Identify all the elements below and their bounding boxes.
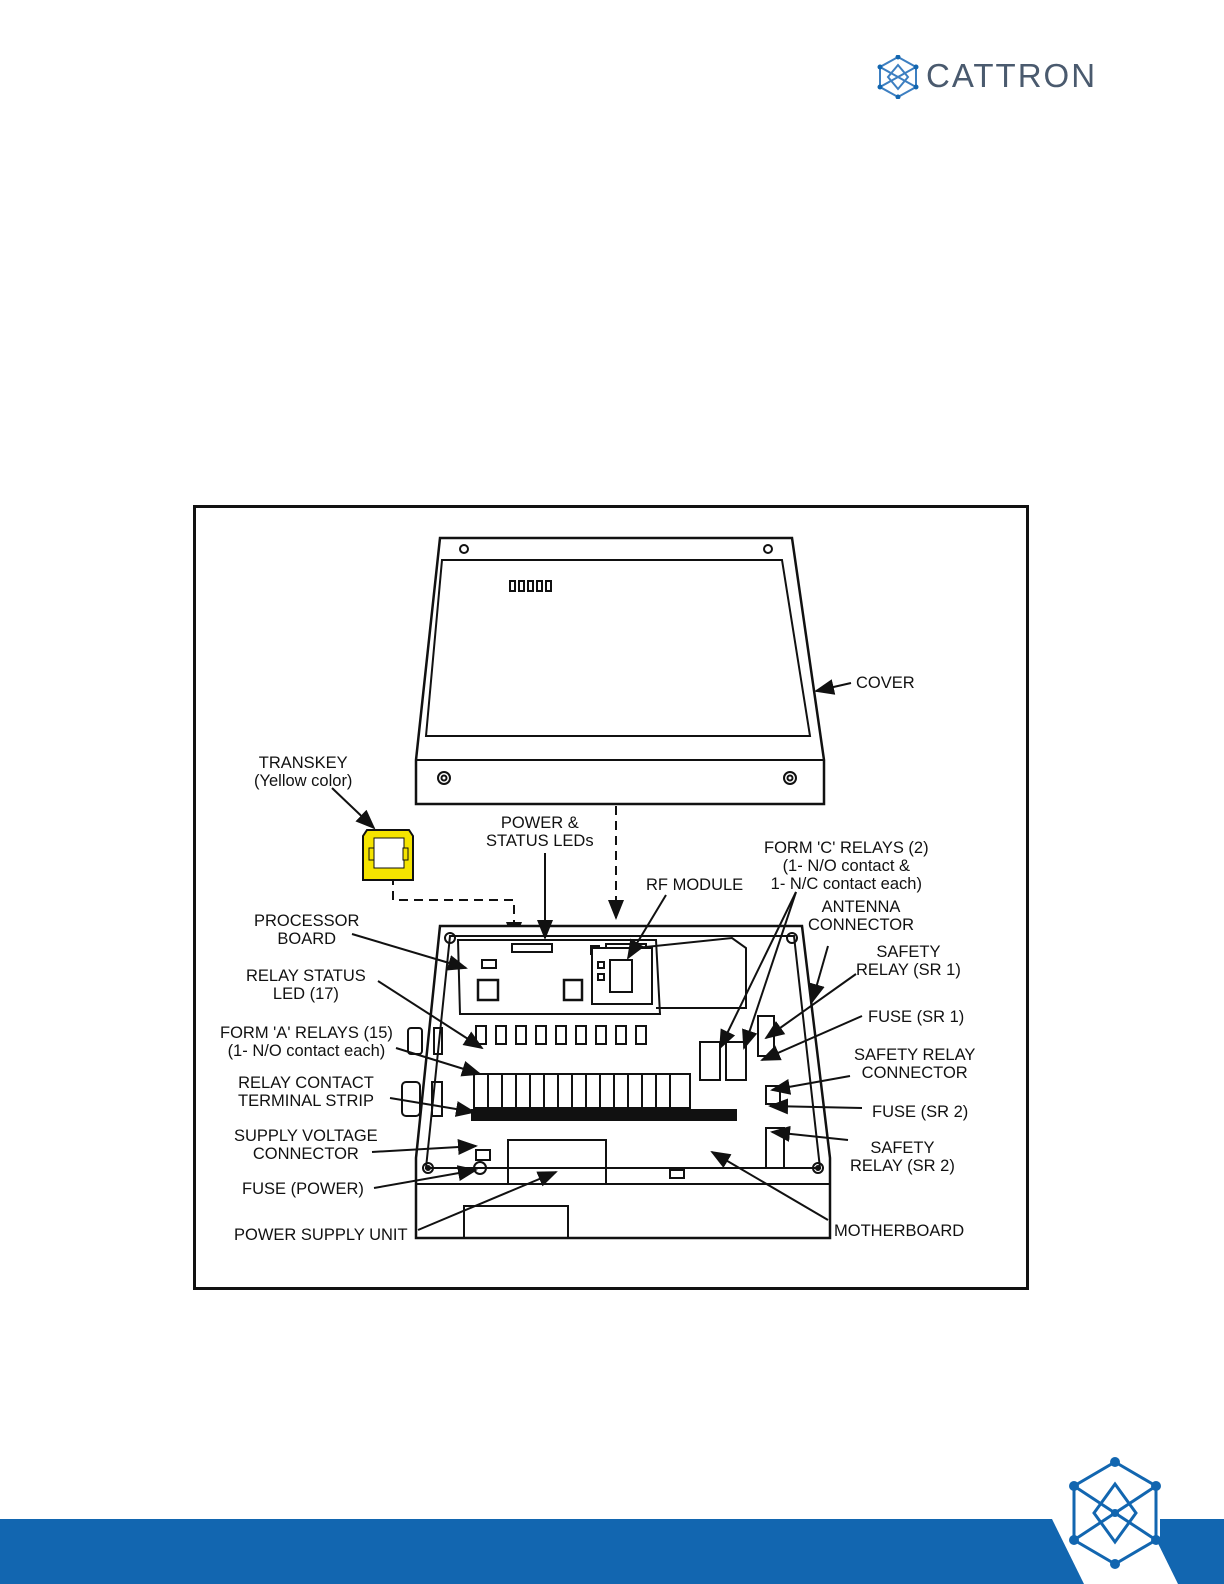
cover xyxy=(414,536,826,806)
form-c-relays-drawing xyxy=(699,1041,747,1081)
label-fuse-sr1: FUSE (SR 1) xyxy=(868,1008,965,1026)
label-power-status-leds: POWER &STATUS LEDs xyxy=(486,814,594,850)
diagram-drawing xyxy=(331,536,863,1240)
footer-band xyxy=(0,1519,1224,1584)
terminal-strip xyxy=(471,1109,737,1121)
form-a-relay-block xyxy=(473,1073,691,1109)
label-power-supply-unit: POWER SUPPLY UNIT xyxy=(234,1226,408,1244)
label-motherboard: MOTHERBOARD xyxy=(834,1222,965,1240)
label-cover: COVER xyxy=(856,674,915,692)
label-form-a-relays: FORM 'A' RELAYS (15)(1- N/O contact each… xyxy=(220,1024,393,1060)
label-form-c-relays: FORM 'C' RELAYS (2)(1- N/O contact &1- N… xyxy=(764,839,929,893)
relay-row-top xyxy=(475,1025,647,1045)
brand-wordmark: CATTRON xyxy=(926,57,1098,94)
header-logo: CATTRON xyxy=(876,55,1116,99)
label-transkey: TRANSKEY(Yellow color) xyxy=(254,754,353,790)
label-fuse-power: FUSE (POWER) xyxy=(242,1180,364,1198)
transkey xyxy=(362,829,414,881)
enclosure-exploded-diagram: COVER TRANSKEY(Yellow color) POWER &STAT… xyxy=(193,505,1029,1290)
footer-cattron-lattice-icon xyxy=(1052,1457,1178,1584)
label-rf-module: RF MODULE xyxy=(646,876,744,894)
cattron-lattice-icon xyxy=(877,55,919,99)
label-fuse-sr2: FUSE (SR 2) xyxy=(872,1103,969,1121)
